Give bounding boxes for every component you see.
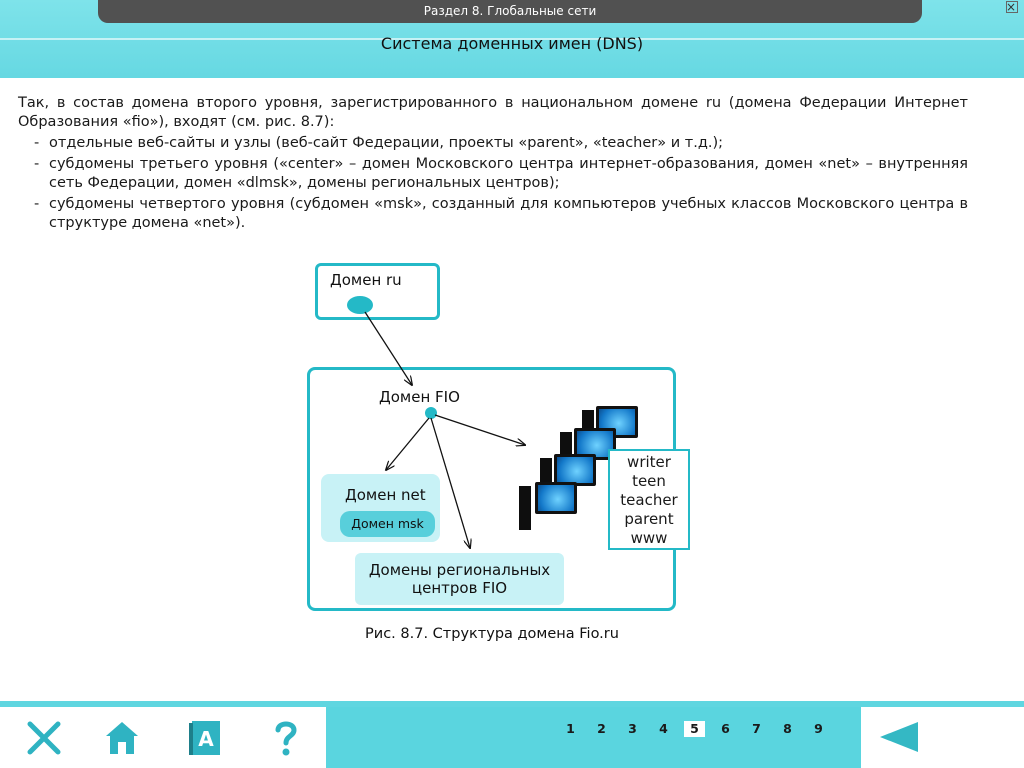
arrow-fio-to-net	[386, 417, 430, 470]
host-name: teacher	[620, 491, 678, 509]
regional-domains-line1: Домены региональных	[368, 561, 551, 579]
hosts-box: writer teen teacher parent www	[608, 449, 690, 550]
host-name: writer	[627, 453, 671, 471]
intro-paragraph: Так, в состав домена второго уровня, зар…	[18, 95, 968, 130]
glossary-icon[interactable]: A	[186, 718, 226, 758]
list-item: субдомены третьего уровня («center» – до…	[34, 155, 968, 193]
host-name: www	[630, 529, 668, 547]
page-link[interactable]: 3	[628, 721, 637, 736]
page-link[interactable]: 9	[814, 721, 823, 736]
domain-msk-pill: Домен msk	[340, 511, 435, 537]
bullet-list: отдельные веб-сайты и узлы (веб-сайт Фед…	[34, 134, 968, 235]
close-icon[interactable]	[24, 718, 64, 758]
regional-domains-line2: центров FIO	[411, 579, 508, 597]
page-link[interactable]: 1	[566, 721, 575, 736]
page-navigation: 1 2 3 4 5 6 7 8 9	[555, 721, 834, 737]
domain-net-label: Домен net	[345, 486, 426, 504]
domain-fio-label: Домен FIO	[379, 388, 460, 406]
arrow-fio-to-hosts	[434, 414, 525, 445]
home-icon[interactable]	[102, 718, 142, 758]
page-link-current[interactable]: 5	[684, 721, 705, 737]
footer-line	[0, 701, 1024, 707]
domain-ru-node	[347, 296, 373, 314]
footer-left-panel	[0, 707, 326, 768]
window-close-icon[interactable]: ×	[1005, 0, 1018, 14]
back-arrow-icon[interactable]	[880, 722, 918, 752]
host-name: parent	[624, 510, 674, 528]
regional-domains-box: Домены региональных центров FIO	[355, 553, 564, 605]
page-link[interactable]: 4	[659, 721, 668, 736]
arrow-ru-to-fio	[364, 311, 412, 385]
page-title: Система доменных имен (DNS)	[380, 34, 644, 53]
arrow-fio-to-regional	[430, 417, 470, 548]
help-icon[interactable]	[266, 718, 306, 758]
figure-caption: Рис. 8.7. Структура домена Fio.ru	[365, 626, 619, 642]
page-link[interactable]: 6	[721, 721, 730, 736]
page-link[interactable]: 7	[752, 721, 761, 736]
host-name: teen	[632, 472, 666, 490]
list-item: субдомены четвертого уровня (субдомен «m…	[34, 195, 968, 233]
page-link[interactable]: 8	[783, 721, 792, 736]
domain-fio-node	[425, 407, 437, 419]
glossary-letter: A	[198, 727, 214, 751]
page-link[interactable]: 2	[597, 721, 606, 736]
domain-ru-box	[315, 263, 440, 320]
domain-ru-label: Домен ru	[330, 271, 402, 289]
section-title: Раздел 8. Глобальные сети	[98, 0, 922, 23]
list-item: отдельные веб-сайты и узлы (веб-сайт Фед…	[34, 134, 968, 153]
footer-pager-panel	[326, 707, 861, 768]
